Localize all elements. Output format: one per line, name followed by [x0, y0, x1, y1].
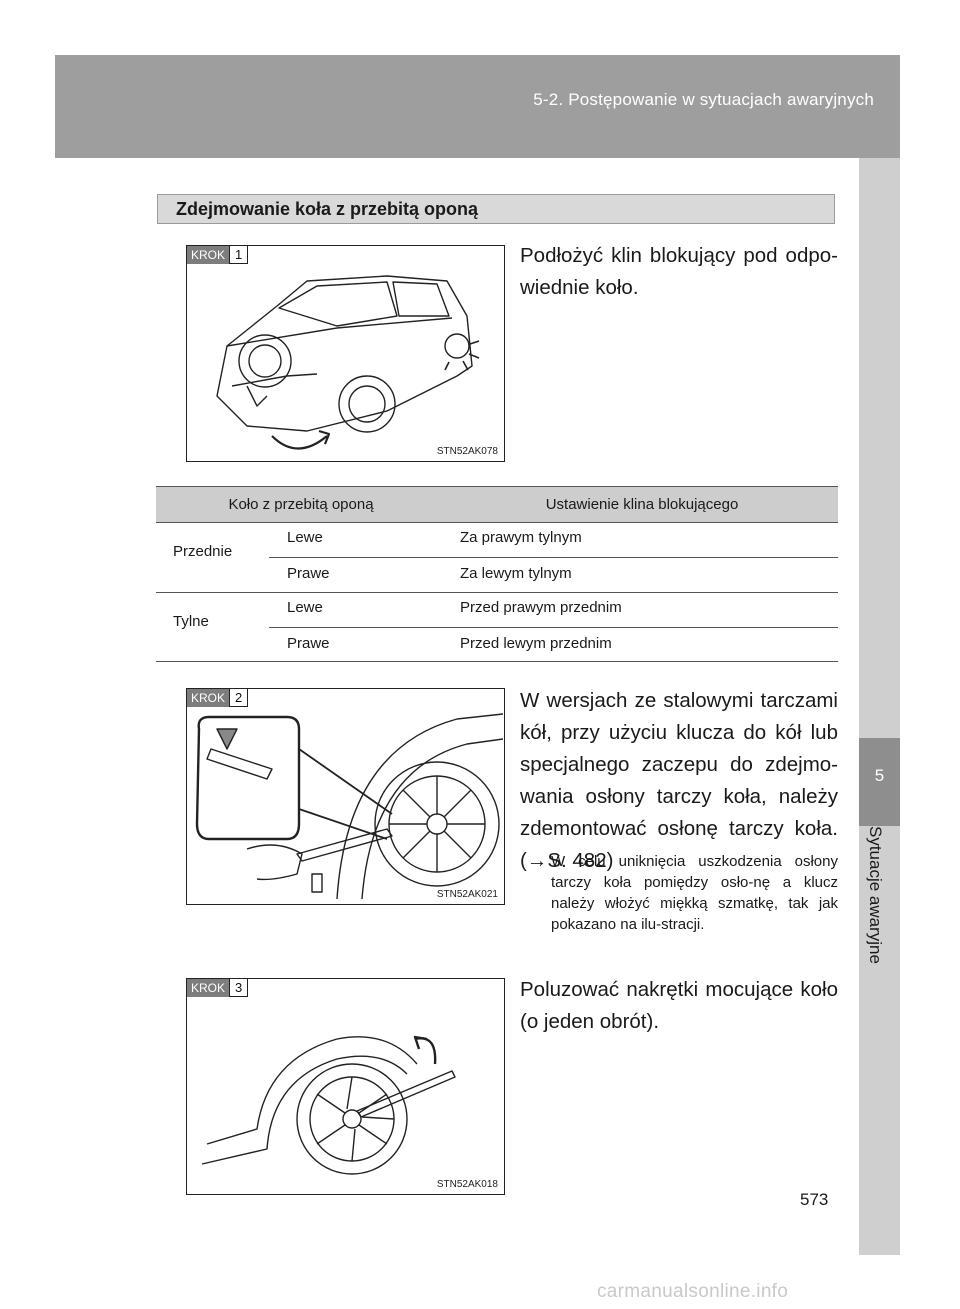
- figure-step-1: KROK 1 STN52AK078: [186, 245, 505, 462]
- step-2-text: W wersjach ze stalowymi tarczami kół, pr…: [520, 689, 838, 872]
- header-band: 5-2. Postępowanie w sytuacjach awaryjnyc…: [55, 55, 900, 158]
- step-badge-3: KROK 3: [187, 979, 249, 997]
- car-chock-illustration: [216, 275, 480, 450]
- table-header: Koło z przebitą oponą Ustawienie klina b…: [156, 486, 838, 523]
- figure-code: STN52AK018: [436, 1179, 498, 1190]
- side-cell: Prawe: [287, 565, 330, 582]
- krok-label: KROK: [187, 689, 230, 707]
- figure-code: STN52AK078: [436, 446, 498, 457]
- side-tab: 5 Sytuacje awaryjne: [859, 158, 900, 1255]
- step-badge-1: KROK 1: [187, 246, 249, 264]
- table-bottom-border: [156, 661, 838, 662]
- chapter-number-tab: 5: [859, 738, 900, 826]
- side-cell: Lewe: [287, 529, 323, 546]
- section-title: 5-2. Postępowanie w sytuacjach awaryjnyc…: [533, 90, 874, 109]
- position-cell: Przed prawym przednim: [460, 599, 622, 616]
- chapter-number: 5: [874, 766, 885, 785]
- wheel-front-label: Przednie: [173, 543, 233, 560]
- row-divider: [269, 627, 838, 628]
- group-divider: [156, 592, 838, 593]
- row-divider: [269, 557, 838, 558]
- krok-number: 3: [229, 979, 249, 997]
- step-2-note: W celu uniknięcia uszkodzenia osłony tar…: [551, 853, 838, 933]
- loosen-nuts-illustration: [201, 1035, 456, 1175]
- side-cell: Lewe: [287, 599, 323, 616]
- chapter-label: Sytuacje awaryjne: [866, 826, 885, 964]
- chapter-label-tab: Sytuacje awaryjne: [859, 826, 900, 1126]
- krok-label: KROK: [187, 979, 230, 997]
- position-cell: Przed lewym przednim: [460, 635, 612, 652]
- krok-number: 2: [229, 689, 249, 707]
- chock-table: Koło z przebitą oponą Ustawienie klina b…: [156, 486, 838, 662]
- position-cell: Za lewym tylnym: [460, 565, 572, 582]
- header-position-cell: Ustawienie klina blokującego: [545, 496, 739, 513]
- step-badge-2: KROK 2: [187, 689, 249, 707]
- wheel-rear-label: Tylne: [173, 613, 209, 630]
- krok-label: KROK: [187, 246, 230, 264]
- figure-code: STN52AK021: [436, 889, 498, 900]
- page-number: 573: [800, 1190, 829, 1209]
- position-cell: Za prawym tylnym: [460, 529, 582, 546]
- krok-number: 1: [229, 246, 249, 264]
- step-3-text: Poluzować nakrętki mocujące koło (o jede…: [520, 978, 838, 1033]
- side-cell: Prawe: [287, 635, 330, 652]
- figure-step-3: KROK 3 STN52AK018: [186, 978, 505, 1195]
- hub-cap-removal-illustration: [195, 713, 503, 900]
- watermark: carmanualsonline.info: [597, 1281, 789, 1302]
- section-heading: Zdejmowanie koła z przebitą oponą: [157, 194, 835, 224]
- step-1-text: Podłożyć klin blokujący pod odpo-wiednie…: [520, 244, 838, 299]
- header-wheel-cell: Koło z przebitą oponą: [228, 496, 374, 513]
- figure-step-2: KROK 2 STN52AK021: [186, 688, 505, 905]
